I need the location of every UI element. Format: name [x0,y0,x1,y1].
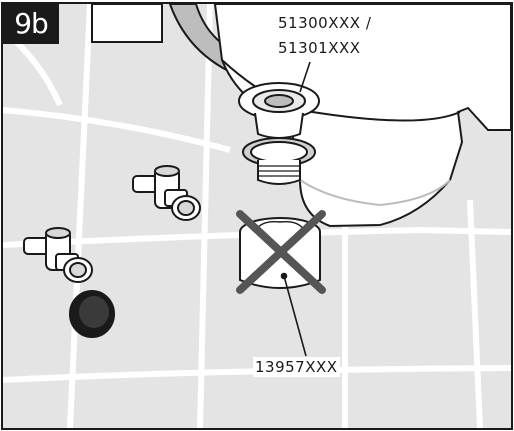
angle-valve-left [23,227,93,283]
drain-valve [238,82,320,185]
part-number-drain-line2: 51301XXX [278,39,361,57]
part-number-crossed-out: 13957XXX [253,357,340,377]
step-number-badge: 9b [3,4,59,44]
cross-mark [236,210,326,294]
part-number-drain-line1: 51300XXX / [276,13,374,33]
angle-valve-right [132,165,201,221]
seal-ring [69,290,115,338]
leader-lines [280,61,311,357]
